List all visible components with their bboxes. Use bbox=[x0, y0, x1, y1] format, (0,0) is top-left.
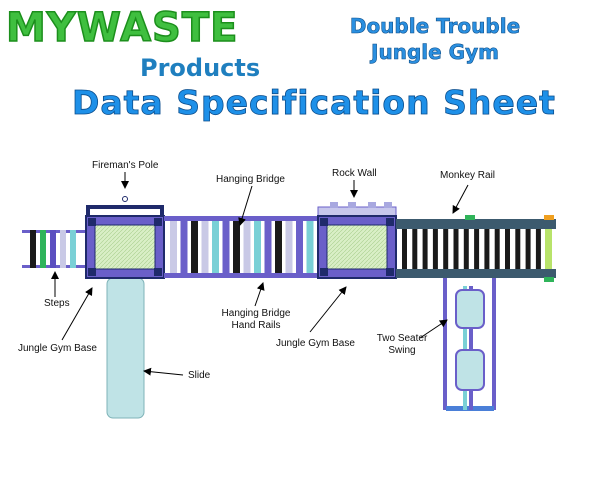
brand-logo: MYWASTE bbox=[5, 4, 239, 52]
monkey-rail-rung bbox=[505, 229, 510, 269]
label-firemans-pole: Fireman's Pole bbox=[92, 160, 159, 171]
label-hanging-bridge: Hanging Bridge bbox=[216, 174, 285, 185]
label-hand-rails-line2: Hand Rails bbox=[231, 320, 281, 331]
monkey-rail-rung bbox=[474, 229, 480, 269]
bridge-slat bbox=[254, 221, 261, 273]
label-hand-rails-line1: Hanging Bridge bbox=[221, 308, 291, 319]
monkey-rail-rung bbox=[535, 229, 541, 269]
label-jungle-gym-base-right: Jungle Gym Base bbox=[276, 338, 355, 349]
label-rock-wall: Rock Wall bbox=[332, 168, 377, 179]
jungle-gym-base-left bbox=[85, 196, 165, 279]
label-jungle-gym-base-left: Jungle Gym Base bbox=[18, 343, 97, 354]
monkey-rail bbox=[396, 215, 556, 282]
label-hanging-bridge-hand-rails: Hanging Bridge Hand Rails bbox=[208, 308, 304, 332]
bridge-slat bbox=[180, 221, 188, 273]
bridge-slat bbox=[191, 221, 198, 273]
bridge-slat bbox=[296, 221, 303, 273]
monkey-rail-rung bbox=[443, 229, 449, 269]
rock-wall bbox=[317, 202, 397, 217]
page-title: Data Specification Sheet bbox=[72, 83, 556, 123]
bridge-slat bbox=[285, 221, 293, 273]
monkey-rail-rung bbox=[453, 229, 459, 269]
hanging-bridge bbox=[164, 216, 318, 278]
bridge-slat bbox=[275, 221, 282, 273]
monkey-rail-rung bbox=[515, 229, 521, 269]
monkey-rail-rung bbox=[463, 229, 469, 269]
label-swing-line1: Two Seater bbox=[376, 333, 428, 344]
label-two-seater-swing: Two Seater Swing bbox=[370, 333, 434, 357]
monkey-rail-rung bbox=[412, 229, 418, 269]
jungle-gym-base-right bbox=[317, 215, 397, 279]
leader-arrows bbox=[51, 172, 469, 376]
bridge-slat bbox=[170, 221, 177, 273]
monkey-rail-rung bbox=[484, 229, 490, 269]
bridge-slat bbox=[306, 221, 314, 273]
bridge-slat bbox=[233, 221, 240, 273]
bridge-slat bbox=[212, 221, 219, 273]
monkey-rail-rung bbox=[525, 229, 531, 269]
label-slide: Slide bbox=[188, 370, 211, 381]
bridge-slat bbox=[264, 221, 272, 273]
monkey-rail-rung bbox=[494, 229, 500, 269]
steps bbox=[22, 230, 86, 268]
two-seater-swing bbox=[443, 278, 496, 411]
slide bbox=[106, 277, 145, 419]
product-name-line2: Jungle Gym bbox=[371, 40, 500, 65]
bridge-slat bbox=[222, 221, 230, 273]
monkey-rail-rung bbox=[422, 229, 428, 269]
monkey-rail-rung bbox=[432, 229, 438, 269]
bridge-slat bbox=[243, 221, 251, 273]
monkey-rail-rung bbox=[402, 229, 407, 269]
brand-products: Products bbox=[140, 54, 261, 82]
product-name-line1: Double Trouble bbox=[349, 14, 521, 39]
label-monkey-rail: Monkey Rail bbox=[440, 170, 496, 181]
label-steps: Steps bbox=[44, 298, 70, 309]
bridge-slat bbox=[201, 221, 209, 273]
label-swing-line2: Swing bbox=[388, 345, 416, 356]
